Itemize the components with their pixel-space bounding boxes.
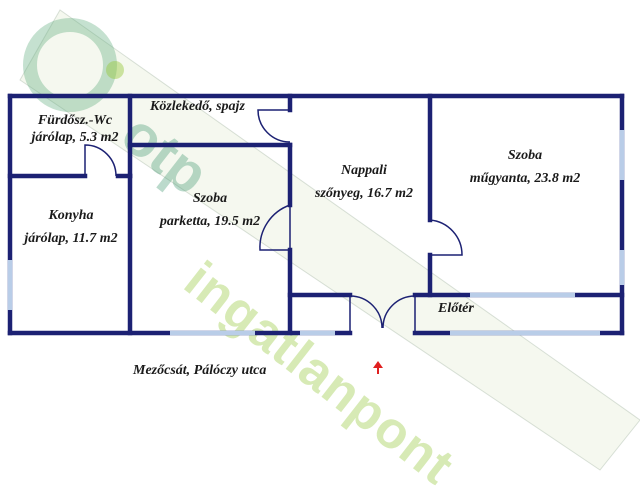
room2-name: Szoba bbox=[507, 148, 543, 163]
room1-detail: parketta, 19.5 m2 bbox=[159, 214, 261, 229]
corridor-name: Közlekedő, spajz bbox=[150, 99, 245, 114]
bathroom-detail: járólap, 5.3 m2 bbox=[31, 130, 119, 145]
floor-plan bbox=[7, 93, 625, 374]
hall-name: Előtér bbox=[438, 301, 474, 316]
room1-label: Szoba parketta, 19.5 m2 bbox=[140, 190, 280, 230]
living-name: Nappali bbox=[341, 163, 387, 178]
room2-label: Szoba műgyanta, 23.8 m2 bbox=[430, 147, 620, 187]
bathroom-label: Fürdősz.-Wc járólap, 5.3 m2 bbox=[20, 112, 130, 146]
entrance-arrow-icon bbox=[373, 361, 383, 374]
doors bbox=[84, 109, 463, 333]
interior-walls bbox=[7, 93, 625, 336]
bathroom-name: Fürdősz.-Wc bbox=[37, 113, 113, 128]
hall-label: Előtér bbox=[438, 300, 474, 317]
room2-detail: műgyanta, 23.8 m2 bbox=[469, 171, 581, 186]
kitchen-label: Konyha járólap, 11.7 m2 bbox=[12, 207, 130, 247]
address-label: Mezőcsát, Pálóczy utca bbox=[133, 363, 267, 378]
living-label: Nappali szőnyeg, 16.7 m2 bbox=[300, 162, 428, 202]
windows bbox=[7, 130, 625, 336]
kitchen-name: Konyha bbox=[48, 208, 94, 223]
otp-logo-icon bbox=[23, 18, 124, 112]
corridor-label: Közlekedő, spajz bbox=[150, 98, 245, 115]
kitchen-detail: járólap, 11.7 m2 bbox=[24, 231, 118, 246]
watermark-band bbox=[19, 9, 640, 471]
room1-name: Szoba bbox=[192, 191, 228, 206]
living-detail: szőnyeg, 16.7 m2 bbox=[315, 186, 413, 201]
